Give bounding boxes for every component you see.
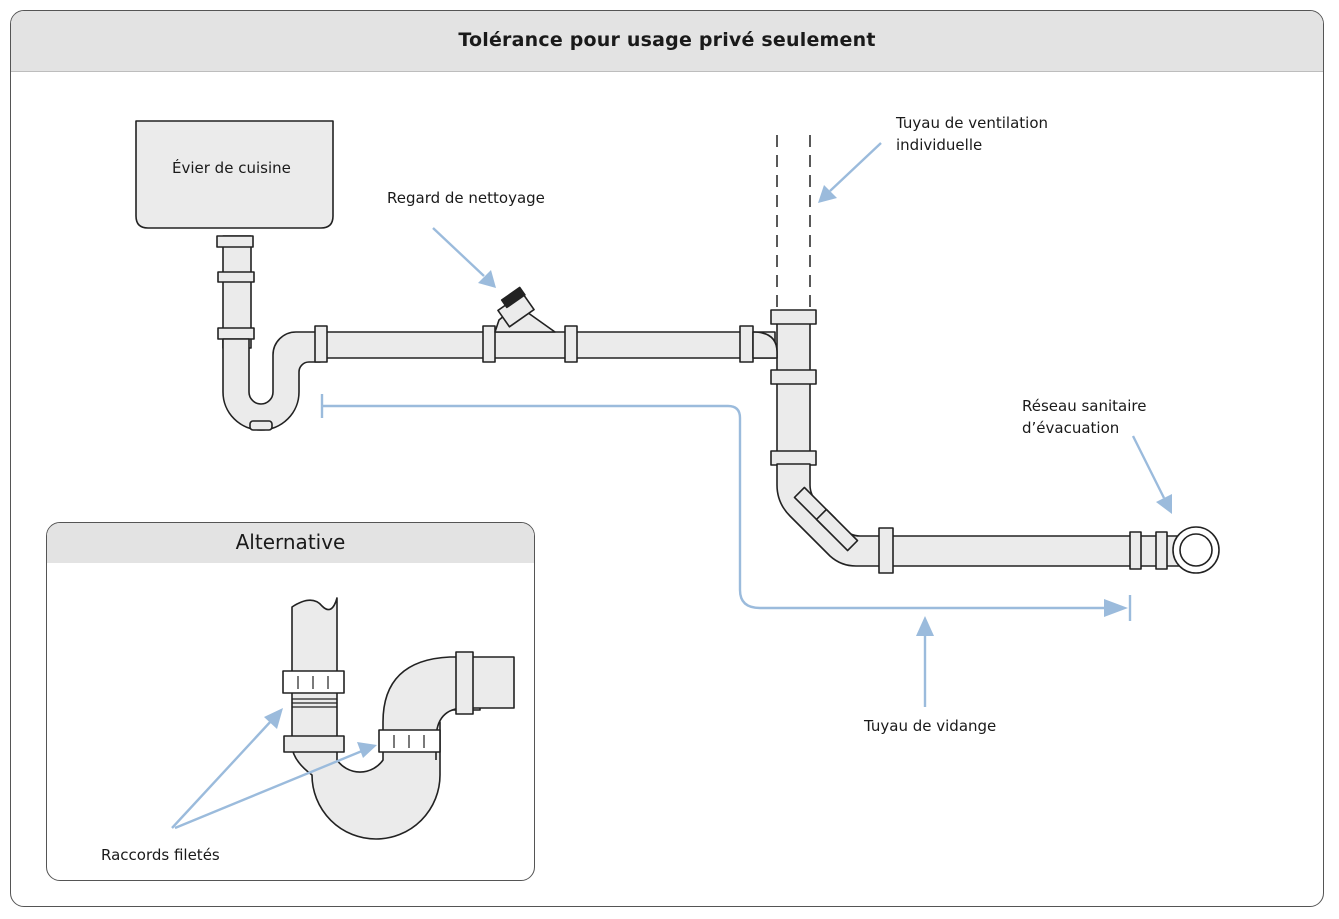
frame-header: Tolérance pour usage privé seulement [11, 11, 1323, 72]
stack-fitting-mid [770, 369, 817, 385]
vertical-stack [776, 317, 811, 465]
sewer-coupling-2 [1129, 531, 1142, 570]
threaded-fittings-label: Raccords filetés [101, 846, 220, 864]
drain-length-line [322, 404, 1118, 610]
sewer-coupling-1 [878, 527, 894, 574]
sink-label: Évier de cuisine [172, 159, 291, 177]
alternative-inset: Alternative [46, 522, 535, 881]
threaded-arrowhead-2 [357, 742, 377, 758]
vent-label-line1: Tuyau de ventilation [896, 114, 1049, 132]
vent-arrow [829, 142, 882, 192]
sewer-coupling-3 [1155, 531, 1168, 570]
alt-outlet-nut [455, 651, 474, 715]
cleanout-label: Regard de nettoyage [387, 189, 545, 207]
sewer-label-line1: Réseau sanitaire [1022, 397, 1147, 415]
trap-cleanout-plug [249, 420, 273, 431]
tailpiece-nut-mid [217, 271, 255, 283]
vent-arrowhead [818, 185, 837, 203]
tailpiece-nut-top [216, 235, 254, 248]
cleanout-arrow [432, 227, 485, 277]
cleanout-cap [500, 286, 526, 309]
cleanout-arrowhead [478, 270, 496, 288]
drain-end-arrowhead [1104, 599, 1128, 617]
inset-header: Alternative [47, 523, 534, 563]
stack-fitting-top [770, 309, 817, 325]
sewer-label-line2: d’évacuation [1022, 419, 1120, 437]
sewer-arrow [1131, 435, 1166, 499]
alt-nut-lower [283, 735, 345, 753]
threaded-arrowhead-1 [264, 708, 283, 729]
threaded-arrow-1 [171, 719, 273, 829]
sewer-main-inner [1179, 533, 1213, 567]
elbow-coupling-2 [815, 508, 859, 552]
drain-arrowhead [916, 616, 934, 636]
drain-label: Tuyau de vidange [864, 717, 997, 735]
threaded-arrow-2 [174, 749, 363, 830]
coupling-3 [564, 325, 578, 363]
kitchen-sink [135, 120, 334, 229]
sewer-arrowhead [1156, 494, 1172, 514]
coupling-1 [314, 325, 328, 363]
inset-title: Alternative [235, 530, 346, 554]
page-title: Tolérance pour usage privé seulement [458, 29, 876, 51]
coupling-2 [482, 325, 496, 363]
stack-tee [752, 331, 778, 359]
vent-label-line2: individuelle [896, 136, 983, 154]
